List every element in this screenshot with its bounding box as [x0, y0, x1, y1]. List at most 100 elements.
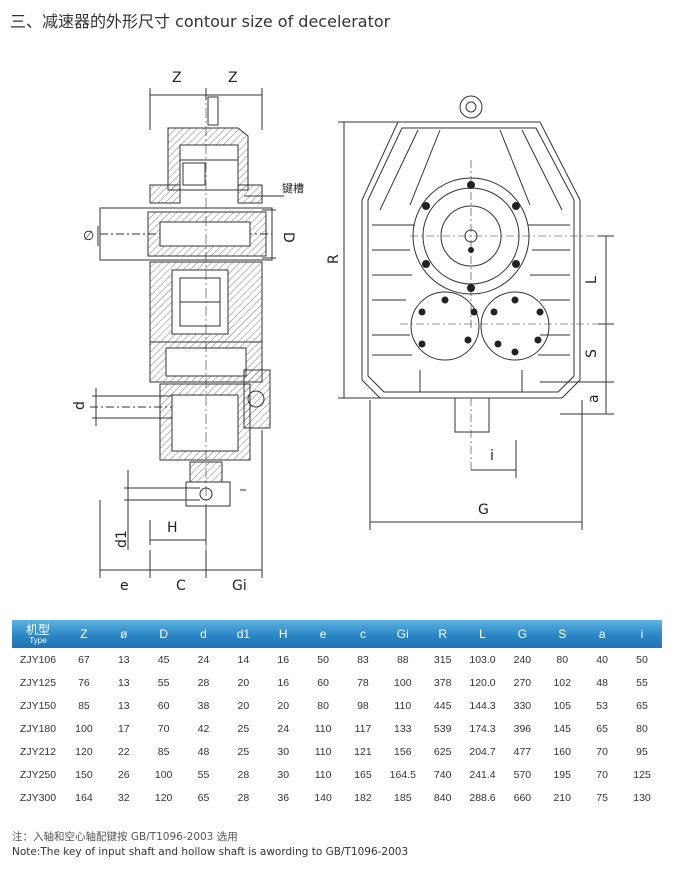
table-cell: 65	[636, 699, 648, 712]
table-cell: 13	[117, 676, 130, 689]
technical-drawings: Z Z ∅ 键槽 D d d1 H e C Gi	[72, 70, 614, 594]
table-cell: 164	[75, 791, 93, 804]
table-cell: 105	[553, 699, 571, 712]
table-cell: 28	[237, 768, 250, 781]
table-cell: 24	[277, 722, 290, 735]
table-cell: 55	[197, 768, 210, 781]
table-cell: 133	[394, 722, 412, 735]
table-cell: 88	[396, 653, 409, 666]
table-cell: 110	[394, 699, 412, 712]
table-cell: 740	[433, 768, 452, 781]
header-cell: c	[359, 627, 366, 641]
table-cell: 125	[633, 768, 651, 781]
front-view-bolts	[418, 181, 544, 356]
table-cell: 625	[433, 745, 452, 758]
table-cell: 150	[75, 768, 93, 781]
table-cell: 50	[636, 653, 648, 666]
label-H: H	[167, 520, 178, 536]
table-cell: 32	[117, 791, 130, 804]
header-cell: S	[558, 627, 567, 641]
table-cell: 22	[117, 745, 130, 758]
label-e: e	[120, 578, 129, 594]
type-cell: ZJY125	[19, 676, 57, 689]
table-cell: 185	[394, 791, 412, 804]
page-title: 三、减速器的外形尺寸 contour size of decelerator	[10, 12, 391, 31]
header-cell: e	[319, 627, 327, 641]
header-cell: G	[517, 627, 528, 641]
table-cell: 445	[433, 699, 452, 712]
label-L: L	[584, 276, 600, 284]
table-cell: 25	[237, 722, 250, 735]
label-z-left: Z	[172, 70, 182, 86]
table-cell: 477	[513, 745, 532, 758]
table-cell: 110	[314, 768, 332, 781]
table-cell: 330	[513, 699, 532, 712]
table-cell: 70	[596, 768, 608, 781]
table-cell: 20	[277, 699, 290, 712]
type-cell: ZJY212	[19, 745, 57, 758]
table-cell: 55	[636, 676, 648, 689]
table-cell: 65	[197, 791, 210, 804]
table-cell: 539	[433, 722, 452, 735]
table-cell: 13	[117, 653, 130, 666]
table-cell: 70	[157, 722, 170, 735]
table-cell: 40	[596, 653, 608, 666]
label-keyway: 键槽	[282, 181, 304, 195]
header-cell: Gi	[396, 627, 409, 641]
table-cell: 16	[277, 653, 290, 666]
table-cell: 65	[596, 722, 608, 735]
table-cell: 110	[314, 722, 332, 735]
table-cell: 75	[596, 791, 608, 804]
table-cell: 100	[75, 722, 93, 735]
table-cell: 210	[553, 791, 571, 804]
table-cell: 20	[237, 699, 250, 712]
table-cell: 80	[556, 653, 569, 666]
header-cell: Z	[80, 627, 88, 641]
table-cell: 182	[354, 791, 372, 804]
header-cell: d1	[236, 627, 251, 641]
table-cell: 120	[154, 791, 173, 804]
label-d: d	[72, 401, 88, 410]
table-cell: 83	[357, 653, 369, 666]
table-cell: 38	[197, 699, 210, 712]
table-cell: 117	[354, 722, 372, 735]
table-cell: 95	[636, 745, 648, 758]
table-cell: 70	[596, 745, 608, 758]
table-cell: 240	[513, 653, 532, 666]
table-cell: 195	[553, 768, 571, 781]
header-type: 机型 Type	[12, 620, 64, 648]
table-cell: 17	[117, 722, 130, 735]
table-cell: 80	[317, 699, 329, 712]
table-cell: 76	[78, 676, 90, 689]
table-cell: 174.3	[469, 722, 496, 735]
table-cell: 570	[513, 768, 532, 781]
table-cell: 120	[75, 745, 93, 758]
table-cell: 270	[513, 676, 532, 689]
table-cell: 20	[237, 676, 250, 689]
table-cell: 60	[157, 699, 170, 712]
table-cell: 26	[117, 768, 130, 781]
table-cell: 78	[357, 676, 369, 689]
table-cell: 120.0	[469, 676, 496, 689]
header-cell: D	[159, 627, 168, 641]
table-cell: 85	[78, 699, 90, 712]
table-cell: 80	[636, 722, 648, 735]
label-z-right: Z	[228, 70, 238, 86]
table-cell: 98	[357, 699, 369, 712]
table-cell: 165	[354, 768, 372, 781]
table-cell: 50	[317, 653, 329, 666]
type-cell: ZJY150	[19, 699, 57, 712]
label-D: D	[280, 232, 296, 243]
table-cell: 156	[394, 745, 412, 758]
table-cell: 36	[277, 791, 290, 804]
type-cell: ZJY250	[19, 768, 57, 781]
table-cell: 67	[78, 653, 90, 666]
table-cell: 85	[157, 745, 170, 758]
table-cell: 100	[394, 676, 412, 689]
table-cell: 204.7	[469, 745, 496, 758]
